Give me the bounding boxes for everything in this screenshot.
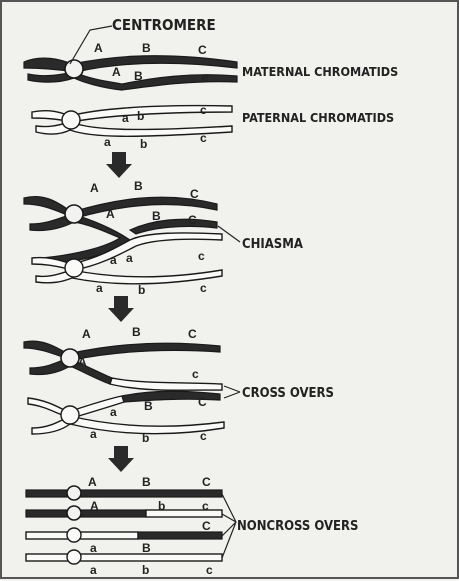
- gene-A: A: [78, 355, 87, 369]
- gene-c: c: [200, 429, 207, 443]
- noncrossovers-label: NONCROSS OVERS: [237, 519, 358, 534]
- gene-a: a: [110, 405, 117, 419]
- gene-c: c: [200, 103, 207, 117]
- gene-B: B: [144, 399, 153, 413]
- gene-B: B: [134, 179, 143, 193]
- chiasma-label: CHIASMA: [242, 237, 303, 252]
- maternal-chromatid-2-right: [110, 378, 222, 390]
- chromatid-AB-C: [26, 490, 222, 497]
- gene-c: c: [202, 71, 209, 85]
- gene-b: b: [138, 283, 145, 297]
- gene-b: b: [140, 137, 147, 151]
- centromere-maternal: [61, 349, 79, 367]
- crossovers-label: CROSS OVERS: [242, 386, 334, 401]
- gene-A: A: [106, 207, 115, 221]
- gene-b: b: [142, 563, 149, 577]
- gene-A: A: [112, 65, 121, 79]
- centromere: [67, 550, 81, 564]
- arrow-down-icon: [108, 446, 134, 472]
- gene-B: B: [142, 475, 151, 489]
- gene-a: a: [122, 111, 129, 125]
- gene-c: c: [202, 499, 209, 513]
- centromere-maternal: [65, 205, 83, 223]
- gene-C: C: [198, 395, 207, 409]
- gene-A: A: [88, 475, 97, 489]
- gene-c: c: [200, 131, 207, 145]
- centromere-paternal: [65, 259, 83, 277]
- arrow-down-icon: [106, 152, 132, 178]
- centromere: [67, 506, 81, 520]
- centromere-paternal: [61, 406, 79, 424]
- gene-A: A: [82, 327, 91, 341]
- centromere-maternal: [65, 60, 83, 78]
- gene-C: C: [190, 187, 199, 201]
- stage-2: A B C A B C a a c a b c CHIASMA: [24, 179, 303, 297]
- gene-A: A: [94, 41, 103, 55]
- gene-a: a: [126, 251, 133, 265]
- centromere: [67, 486, 81, 500]
- gene-A: A: [90, 499, 99, 513]
- chromatid-abc: [26, 554, 222, 561]
- gene-a: a: [90, 541, 97, 555]
- gene-c: c: [200, 281, 207, 295]
- maternal-chromatid-2-end: [130, 219, 217, 234]
- gene-c: c: [206, 563, 213, 577]
- gene-b: b: [158, 499, 165, 513]
- chromatid-a-part: [26, 532, 138, 539]
- gene-C: C: [202, 475, 211, 489]
- gene-a: a: [90, 563, 97, 577]
- gene-B: B: [142, 541, 151, 555]
- gene-b: b: [137, 109, 144, 123]
- stage-3: A B C A c a B C a b c CROSS OVERS: [24, 325, 334, 445]
- gene-c: c: [192, 367, 199, 381]
- paternal-chromatid-2: [36, 270, 222, 284]
- gene-a: a: [96, 281, 103, 295]
- maternal-chromatid-1: [24, 56, 237, 72]
- arrow-down-icon: [108, 296, 134, 322]
- stage-1: CENTROMERE A B C A B c a b c a b c MATER…: [24, 16, 398, 151]
- gene-b: b: [142, 431, 149, 445]
- maternal-label: MATERNAL CHROMATIDS: [242, 64, 398, 79]
- centromere: [67, 528, 81, 542]
- maternal-chromatid-1: [24, 341, 220, 360]
- centromere-paternal: [62, 111, 80, 129]
- gene-C: C: [188, 213, 197, 227]
- chromatid-A-part: [26, 510, 146, 517]
- noncrossover-pointer: [222, 494, 236, 558]
- gene-a: a: [110, 253, 117, 267]
- gene-B: B: [152, 209, 161, 223]
- gene-B: B: [132, 325, 141, 339]
- paternal-chromatid-2: [32, 416, 224, 434]
- paternal-label: PATERNAL CHROMATIDS: [242, 110, 394, 125]
- gene-C: C: [202, 519, 211, 533]
- gene-C: C: [198, 43, 207, 57]
- gene-a: a: [104, 135, 111, 149]
- crossover-pointer: [224, 386, 240, 398]
- gene-C: C: [188, 327, 197, 341]
- stage-4: A B C A b c a B C a b c NONCROSS OVERS: [26, 475, 358, 577]
- gene-B: B: [142, 41, 151, 55]
- gene-A: A: [90, 181, 99, 195]
- gene-a: a: [90, 427, 97, 441]
- centromere-label: CENTROMERE: [112, 16, 216, 34]
- gene-c: c: [198, 249, 205, 263]
- gene-B: B: [134, 69, 143, 83]
- chromatid-BC-part: [138, 532, 222, 539]
